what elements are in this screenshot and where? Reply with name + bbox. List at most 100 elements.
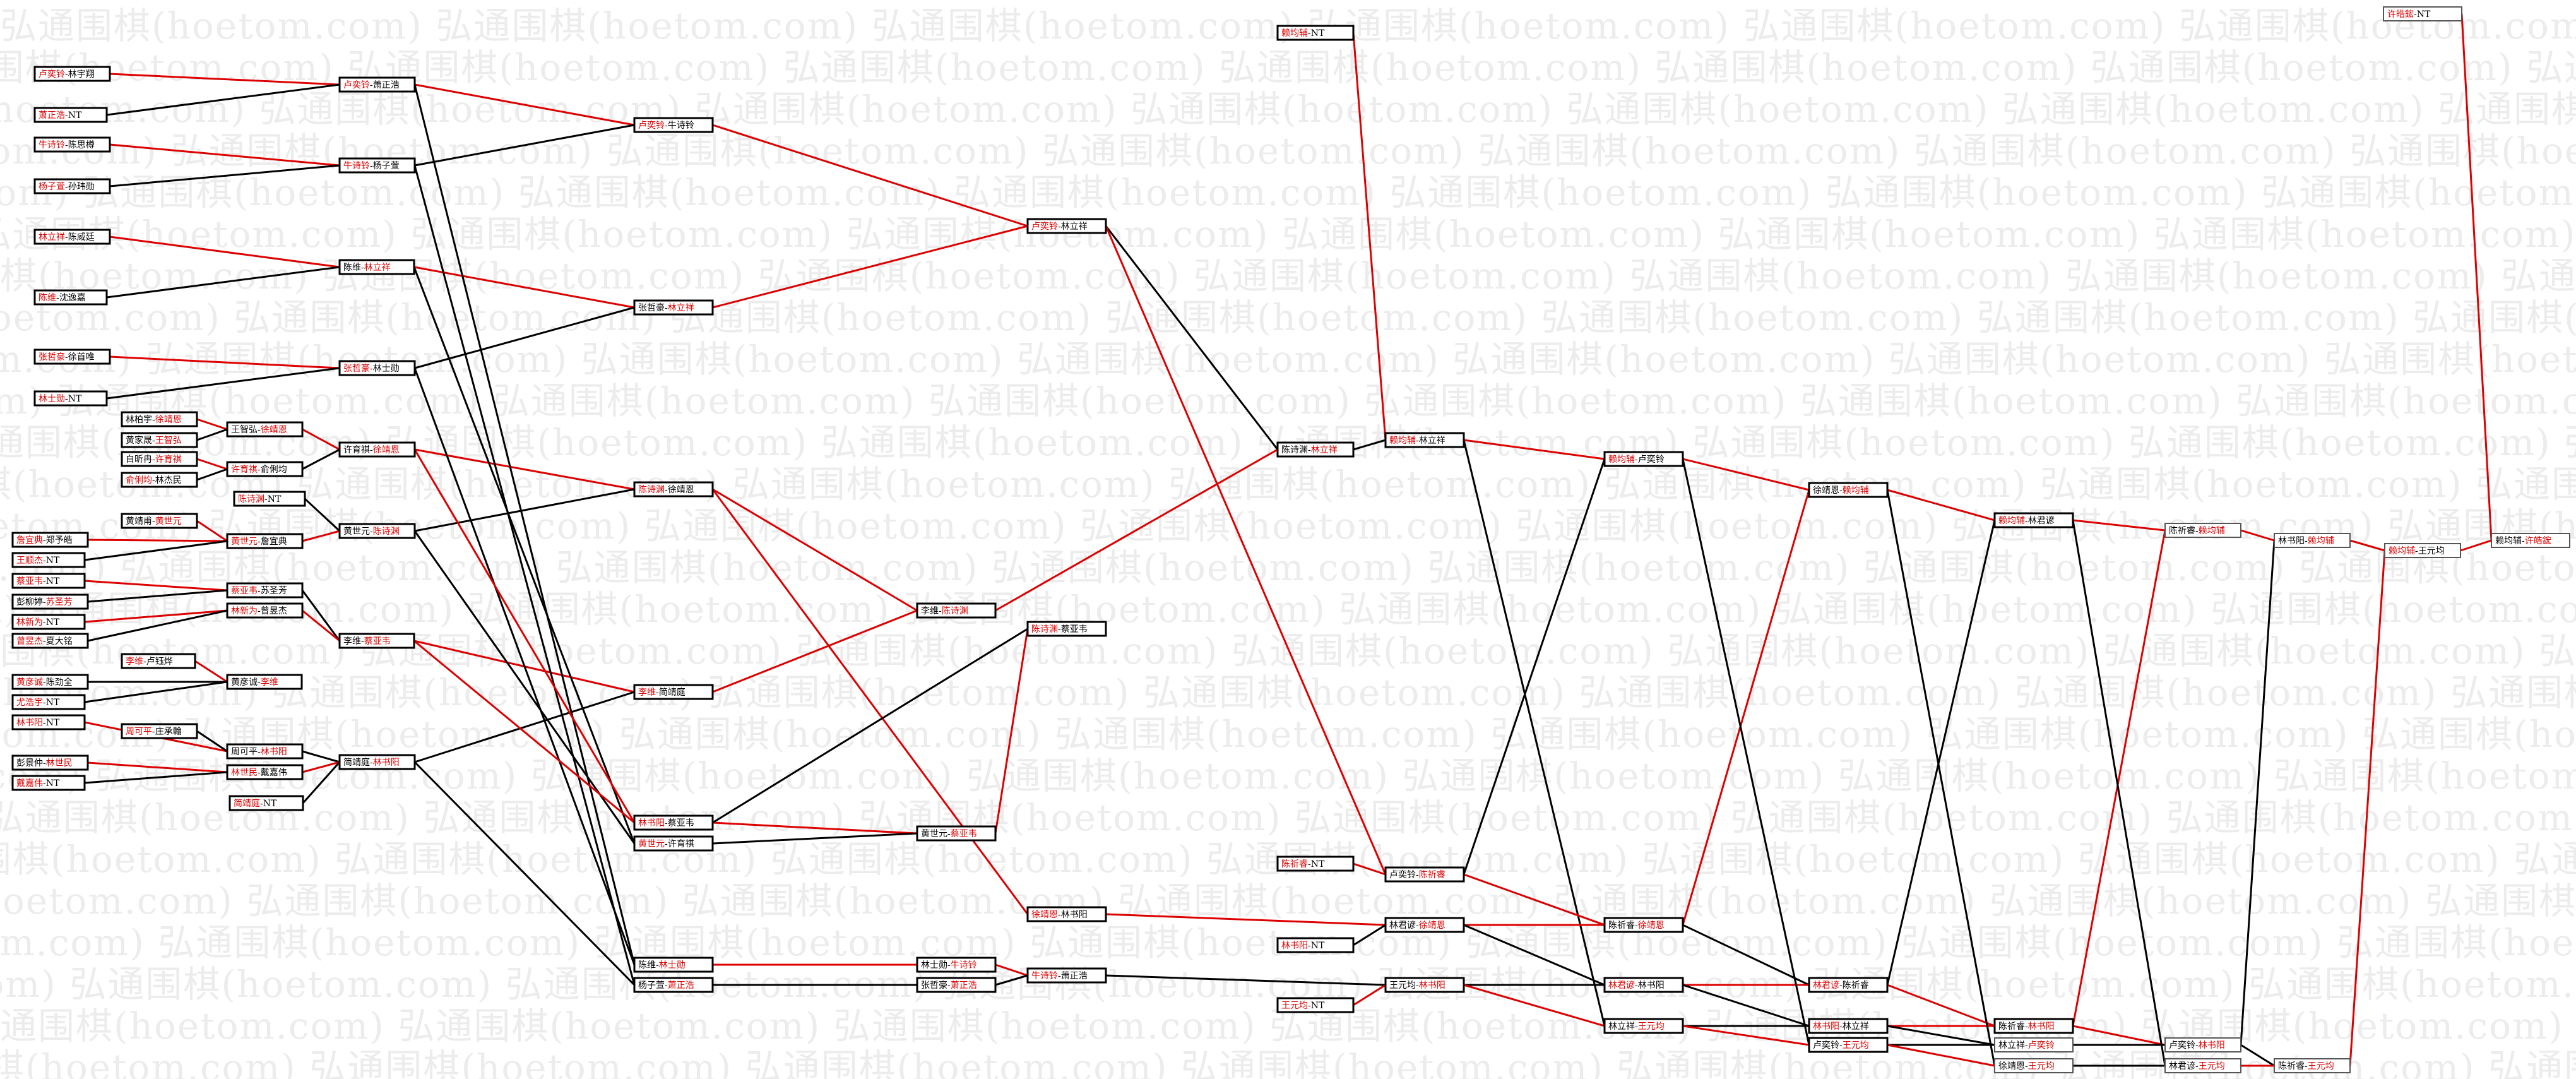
bracket-link [2460, 13, 2493, 541]
bracket-link [1887, 984, 1995, 1027]
match-box: 张哲豪-林士勋 [338, 360, 416, 376]
player-b: 林书阳 [2028, 1022, 2055, 1032]
match-box-frame [916, 957, 997, 973]
separator: - [43, 758, 46, 768]
match-box-frame [11, 674, 89, 690]
match-label: 陈祈睿-王元均 [2278, 1061, 2334, 1071]
bracket-link [109, 73, 340, 86]
player-a: 王智弘 [231, 425, 258, 435]
separator: - [152, 727, 155, 737]
match-box-frame [633, 481, 714, 498]
player-a: 林柏宇 [126, 415, 152, 425]
bracket-link [87, 761, 228, 773]
match-box: 陈维-林立祥 [338, 259, 415, 275]
match-box-frame [1026, 218, 1107, 234]
bracket-link [414, 488, 635, 532]
match-box-frame [1808, 1037, 1889, 1053]
bracket-links [84, 13, 2493, 1067]
match-label: 尤浩宇-NT [16, 698, 60, 708]
player-b: 陈诗渊 [373, 526, 400, 537]
separator: - [1635, 455, 1638, 465]
player-a: 周可平 [126, 727, 152, 737]
match-label: 卢奕铃-萧正浩 [343, 80, 400, 90]
separator: - [1058, 222, 1061, 232]
player-b: 林书阳 [2199, 1040, 2225, 1051]
match-box-frame [121, 513, 198, 529]
match-box: 牛诗铃-杨子萱 [338, 157, 416, 174]
player-a: 陈祈睿 [2169, 525, 2195, 536]
bracket-link [2349, 539, 2385, 552]
separator: - [1308, 445, 1311, 455]
match-box-frame [1276, 937, 1355, 953]
match-box: 黄世元-许育祺 [633, 835, 714, 852]
match-box: 王元均-NT [1276, 997, 1355, 1013]
player-b: NT [46, 576, 60, 587]
match-label: 徐靖恩-赖均辅 [1813, 486, 1869, 496]
player-a: 牛诗铃 [1031, 971, 1058, 981]
player-b: NT [46, 718, 60, 728]
player-a: 林君谚 [1813, 981, 1839, 991]
match-box-frame [1026, 621, 1107, 637]
player-a: 黄家晟 [126, 435, 152, 446]
player-a: 王顺杰 [16, 556, 43, 566]
match-box: 林书阳-NT [11, 714, 86, 730]
match-box: 卢奕铃-林宇翔 [33, 66, 111, 82]
match-label: 李维-蔡亚韦 [343, 636, 391, 647]
match-label: 黄彦诚-陈劲全 [16, 677, 73, 688]
player-b: NT [46, 698, 60, 708]
match-box: 黄彦诚-陈劲全 [11, 674, 89, 690]
bracket-link [2349, 550, 2386, 1066]
match-label: 陈诗渊-徐靖恩 [638, 484, 694, 495]
player-b: 曾昱杰 [261, 606, 287, 616]
bracket-link [414, 691, 635, 763]
match-box: 许育祺-俞俐均 [226, 461, 304, 477]
match-box-frame [1994, 1037, 2074, 1052]
bracket-link [2460, 539, 2492, 552]
match-box-frame [226, 764, 304, 780]
match-box-frame [11, 775, 86, 791]
match-box: 李维-卢钰烨 [121, 653, 196, 669]
match-box-frame [338, 633, 415, 649]
player-b: 沈逸嘉 [59, 293, 86, 303]
player-b: 王元均 [2308, 1061, 2334, 1071]
match-box: 徐靖恩-王元均 [1994, 1058, 2074, 1073]
player-b: 林立祥 [1311, 445, 1338, 455]
player-a: 詹宜典 [16, 535, 43, 545]
player-a: 黄世元 [921, 828, 947, 839]
match-box: 李维-简靖庭 [633, 684, 714, 700]
match-box: 尤浩宇-NT [11, 694, 86, 710]
bracket-link [196, 418, 228, 431]
match-box: 杨子萱-萧正浩 [633, 977, 714, 993]
bracket-link [1463, 984, 1605, 1027]
player-a: 林君谚 [2169, 1061, 2195, 1071]
match-label: 白昕冉-许育祺 [126, 455, 182, 465]
bracket-link [87, 609, 228, 642]
match-label: 王智弘-徐靖恩 [231, 425, 287, 435]
player-a: 陈诗渊 [1281, 444, 1308, 455]
match-box-frame [633, 835, 714, 852]
separator: - [1839, 1022, 1843, 1032]
bracket-link [712, 832, 918, 845]
player-b: 许皓鋐 [2525, 536, 2551, 546]
player-b: 林立祥 [1419, 436, 1445, 446]
match-label: 萧正浩-NT [39, 110, 82, 121]
match-label: 林书阳-NT [1281, 941, 1325, 951]
separator: - [370, 364, 373, 374]
bracket-link [2240, 1044, 2275, 1067]
player-b: 蔡亚韦 [1061, 624, 1088, 635]
bracket-link [1682, 1025, 1810, 1046]
player-a: 许皓鋐 [2387, 9, 2414, 20]
match-box: 林士勋-牛诗铃 [916, 957, 997, 973]
player-b: 许育祺 [668, 839, 694, 849]
separator: - [1839, 486, 1843, 496]
match-box-frame [11, 633, 89, 649]
match-box: 卢奕铃-王元均 [1808, 1037, 1889, 1053]
match-label: 陈诗渊-蔡亚韦 [1031, 624, 1088, 635]
separator: - [1416, 981, 1419, 991]
player-a: 陈诗渊 [238, 494, 264, 504]
separator: - [2025, 516, 2028, 526]
separator: - [258, 537, 261, 547]
match-box-frame [121, 723, 198, 739]
match-box-frame [11, 614, 86, 630]
bracket-link [711, 489, 1029, 915]
